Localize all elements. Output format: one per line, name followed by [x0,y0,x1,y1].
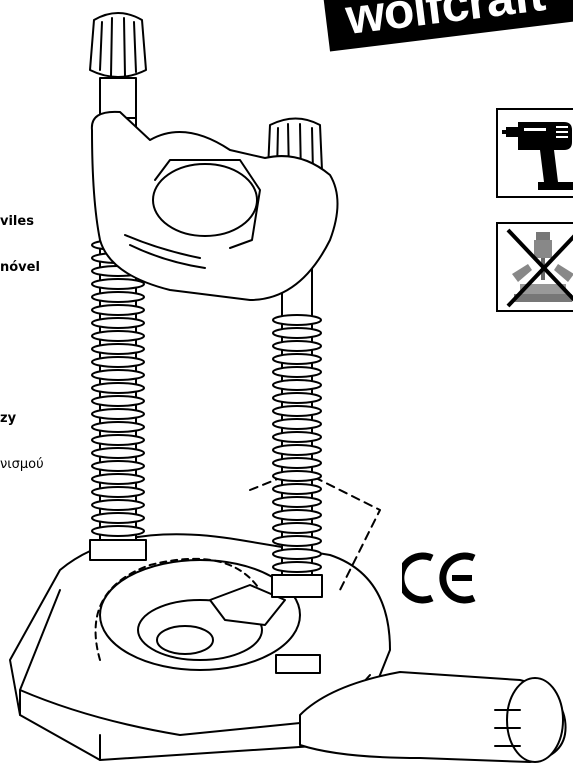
spring-coil [91,408,145,420]
ce-mark [402,552,476,604]
spring-coil [91,421,145,433]
spring-coil [272,522,322,534]
spring-coil [91,512,145,524]
spring-coil [91,525,145,537]
spring-coil [91,330,145,342]
spring-coil [272,340,322,352]
side-text-line-1: viles [0,214,34,229]
spring-coil [272,496,322,508]
spring-coil [272,392,322,404]
spring-coil [272,561,322,573]
spring-coil [91,343,145,355]
spring-coil [91,395,145,407]
spring-coil [272,431,322,443]
spring-coil [91,278,145,290]
spring-coil [91,369,145,381]
spring-coil [91,434,145,446]
spring-coil [272,470,322,482]
spring-coil [91,291,145,303]
spring-coil [91,486,145,498]
spring-coil [272,509,322,521]
spring-coil [91,447,145,459]
side-text-line-3: zy [0,411,17,426]
spring-coil [272,314,322,326]
spring-coil [272,418,322,430]
side-text-line-4: νισμού [0,457,44,472]
spring-coil [272,548,322,560]
spring-coil [272,353,322,365]
spring-coil [91,460,145,472]
spring-coil [91,317,145,329]
spring-coil [272,444,322,456]
spring-coil [272,535,322,547]
spring-coil [91,499,145,511]
drill-press-crossed-icon [496,222,573,312]
spring-coil [91,304,145,316]
spring-coil [272,483,322,495]
spring-coil [91,473,145,485]
spring-coil [91,356,145,368]
spring-coil [91,382,145,394]
spring-coil [272,405,322,417]
spring-coil [272,366,322,378]
side-text-line-2: nóvel [0,260,40,275]
spring-coil [272,327,322,339]
spring-coil [272,379,322,391]
drill-icon [496,108,573,198]
spring-coil [272,457,322,469]
